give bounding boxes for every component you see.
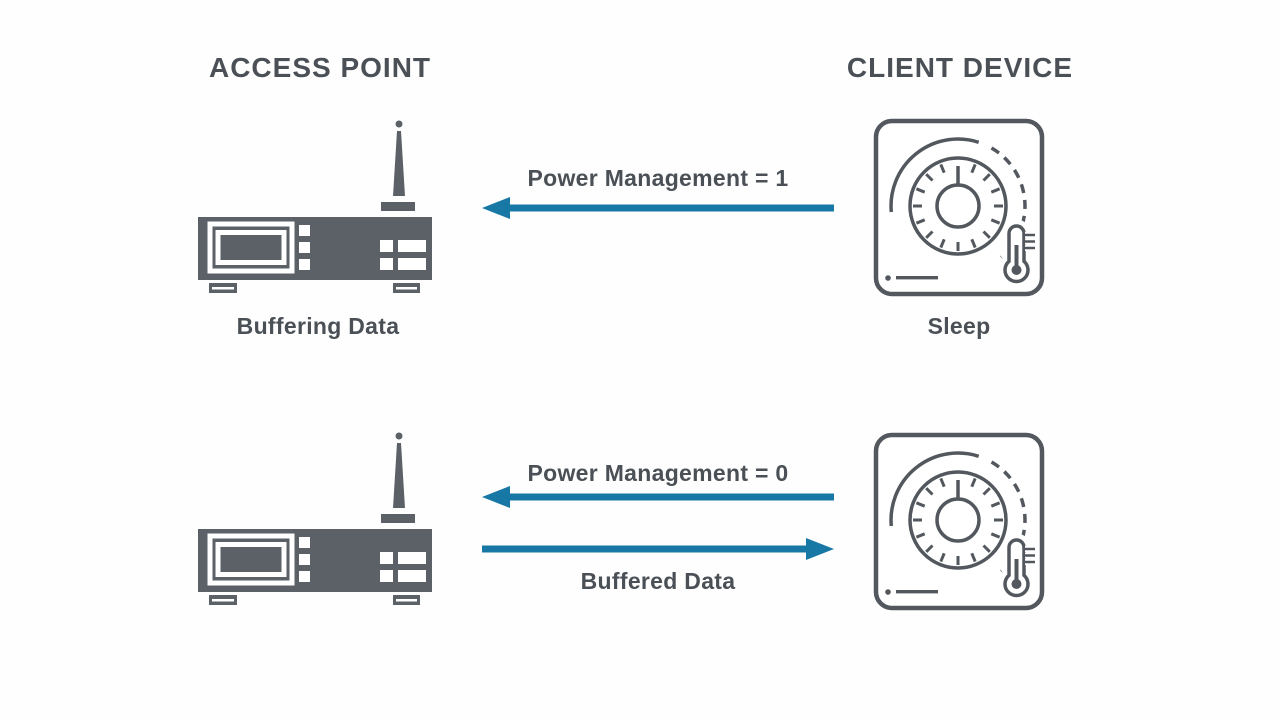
thermostat-dial-icon [873,118,1045,297]
power-management-0-label: Power Management = 0 [527,460,789,486]
arrow-left-icon [482,195,834,221]
arrow-left-icon [482,484,834,510]
sleep-label: Sleep [927,313,991,339]
power-management-1-label: Power Management = 1 [527,165,789,191]
access-point-title: ACCESS POINT [208,52,432,83]
wireless-router-icon [198,118,432,298]
client-device-title: CLIENT DEVICE [846,52,1074,83]
buffered-data-label: Buffered Data [580,568,736,594]
arrow-right-icon [482,536,834,562]
buffering-data-label: Buffering Data [236,313,400,339]
wireless-router-icon [198,430,432,610]
thermostat-dial-icon [873,432,1045,611]
